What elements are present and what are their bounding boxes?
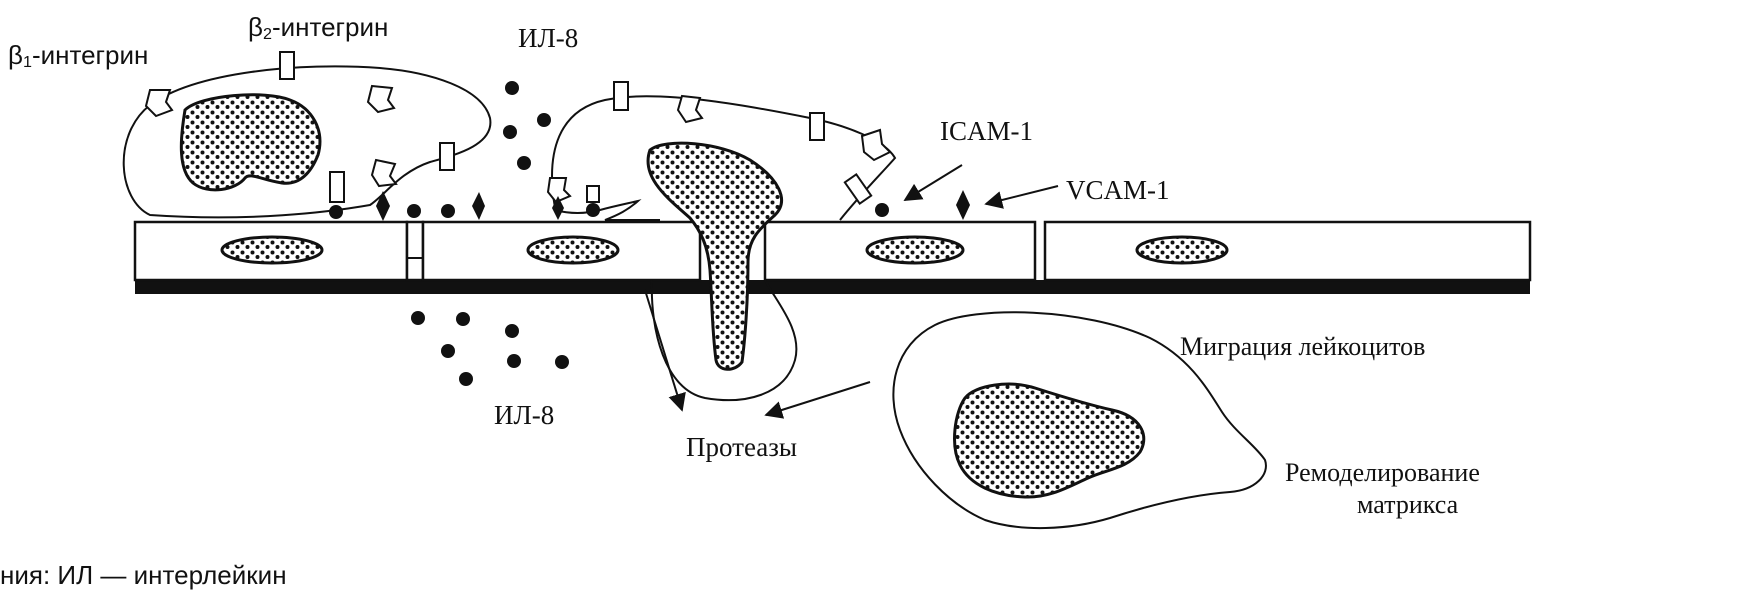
caption-footnote: ния: ИЛ — интерлейкин [0,562,287,588]
label-migration: Миграция лейкоцитов [1180,334,1425,360]
label-beta2-integrin: β2-интегрин [248,14,388,42]
endothelial-cell-3 [765,222,1035,280]
endothelial-cell-1 [135,222,407,280]
basement-membrane [135,280,1530,294]
endothelial-nucleus [222,237,322,263]
icam-arrow [905,165,962,200]
beta1-greek: β [8,40,23,70]
vcam-arrow [986,186,1058,204]
endothelial-cell-4 [1045,222,1530,280]
rolling-leukocyte [124,66,491,217]
cell-junction [407,222,423,280]
il8-particles-top [503,81,551,170]
beta2-integrin-receptor [280,52,871,204]
endothelial-nucleus [867,237,963,263]
icam-ligand [329,203,889,219]
beta2-text: -интегрин [272,12,388,42]
beta1-text: -интегрин [32,40,148,70]
label-proteases: Протеазы [686,434,797,461]
leukocyte-nucleus [955,384,1144,497]
beta2-sub: 2 [263,25,272,43]
protease-arrow-left [645,290,682,410]
label-icam-1: ICAM-1 [940,118,1033,145]
label-il8-top: ИЛ-8 [518,25,578,52]
label-remodeling-line2: матрикса [1357,492,1458,518]
endothelial-nucleus [528,237,618,263]
label-beta1-integrin: β1-интегрин [8,42,148,70]
beta2-greek: β [248,12,263,42]
endothelial-cell-2 [423,222,700,280]
beta1-sub: 1 [23,53,32,71]
label-il8-bottom: ИЛ-8 [494,402,554,429]
label-vcam-1: VCAM-1 [1066,177,1170,204]
endothelial-nucleus [1137,237,1227,263]
label-remodeling-line1: Ремоделирование [1285,460,1480,486]
leukocyte-nucleus [181,95,320,190]
il8-particles-bottom [411,311,569,386]
protease-arrow-right [766,382,870,415]
